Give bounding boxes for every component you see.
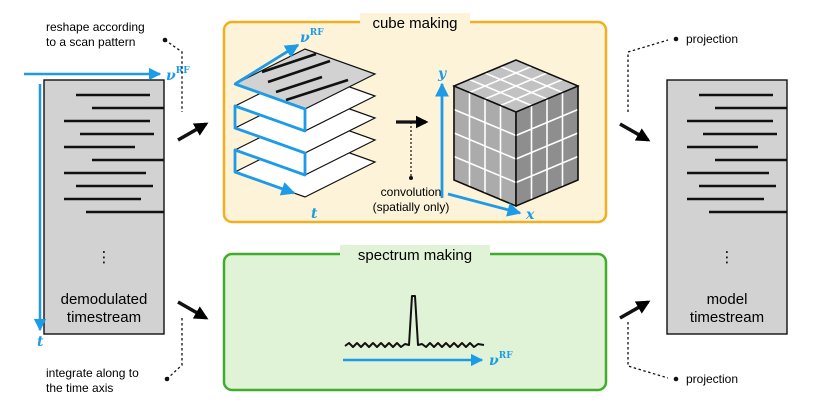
demodulated-data-lines (64, 93, 164, 214)
spectrum-line (344, 295, 485, 348)
scan-pattern-path (233, 82, 307, 196)
flow-arrow-from-cube (619, 122, 651, 142)
data-cube (452, 59, 580, 208)
cube-x-axis-arrow (447, 192, 522, 217)
reshape-leader-dot (162, 37, 168, 43)
time-axis-label: t (37, 334, 44, 350)
cube-title-mask (360, 13, 470, 33)
spectrum-making-frame (222, 252, 608, 392)
cube-making-title: cube making (372, 15, 457, 32)
cube-making-box: cube making νRF t convolution (spatially… (222, 13, 608, 224)
convolution-label-line1: convolution (381, 185, 442, 199)
integrate-label-line1: integrate along to (46, 366, 139, 380)
model-timestream-panel: ⋮ model timestream (666, 79, 788, 335)
demodulated-label-line2: timestream (67, 309, 141, 326)
nu-rf-axis-label: νRF (166, 66, 190, 84)
cube-grid-lines (453, 65, 579, 200)
flow-arrow-to-cube (177, 122, 209, 142)
reshape-leader-line (164, 39, 183, 112)
spectrum-making-title: spectrum making (358, 247, 472, 264)
spectrum-making-box: spectrum making νRF (222, 245, 608, 392)
top-sheet-lines (261, 52, 349, 102)
spectrum-title-mask (340, 245, 490, 265)
projection-bottom-label: projection (686, 372, 738, 386)
projection-top-dot (673, 36, 679, 42)
projection-top-leader (627, 39, 669, 112)
convolution-label-line2: (spatially only) (373, 200, 450, 214)
projection-top-label: projection (686, 32, 738, 46)
model-label-line1: model (707, 291, 748, 308)
model-panel-bg (666, 79, 788, 335)
sheet-t-label: t (311, 206, 318, 222)
projection-bottom-dot (673, 376, 679, 382)
cube-y-axis-label: y (437, 66, 447, 82)
projection-bottom-leader (627, 322, 669, 379)
flow-arrow-from-spectrum (619, 300, 651, 320)
sheet-nu-rf-label: νRF (300, 28, 324, 46)
integrate-leader-dot (164, 376, 170, 382)
cube-x-axis-label: x (525, 207, 535, 223)
reshape-label-line2: to a scan pattern (46, 35, 135, 49)
flow-arrow-to-spectrum (177, 300, 209, 320)
model-ellipsis: ⋮ (720, 249, 735, 266)
demodulated-label-line1: demodulated (61, 291, 148, 308)
model-data-lines (687, 93, 787, 214)
convolution-dot (409, 176, 413, 180)
integrate-label-line2: the time axis (46, 381, 113, 395)
sheet-nu-rf-arrow (234, 43, 300, 86)
demodulated-ellipsis: ⋮ (97, 249, 112, 266)
demodulated-panel-bg (43, 79, 165, 335)
integrate-leader-line (167, 318, 183, 379)
spectrum-nu-rf-label: νRF (489, 351, 513, 369)
model-label-line2: timestream (690, 309, 764, 326)
reshape-label-line1: reshape according (46, 20, 145, 34)
demodulated-timestream-panel: ⋮ demodulated timestream νRF t (24, 66, 190, 350)
